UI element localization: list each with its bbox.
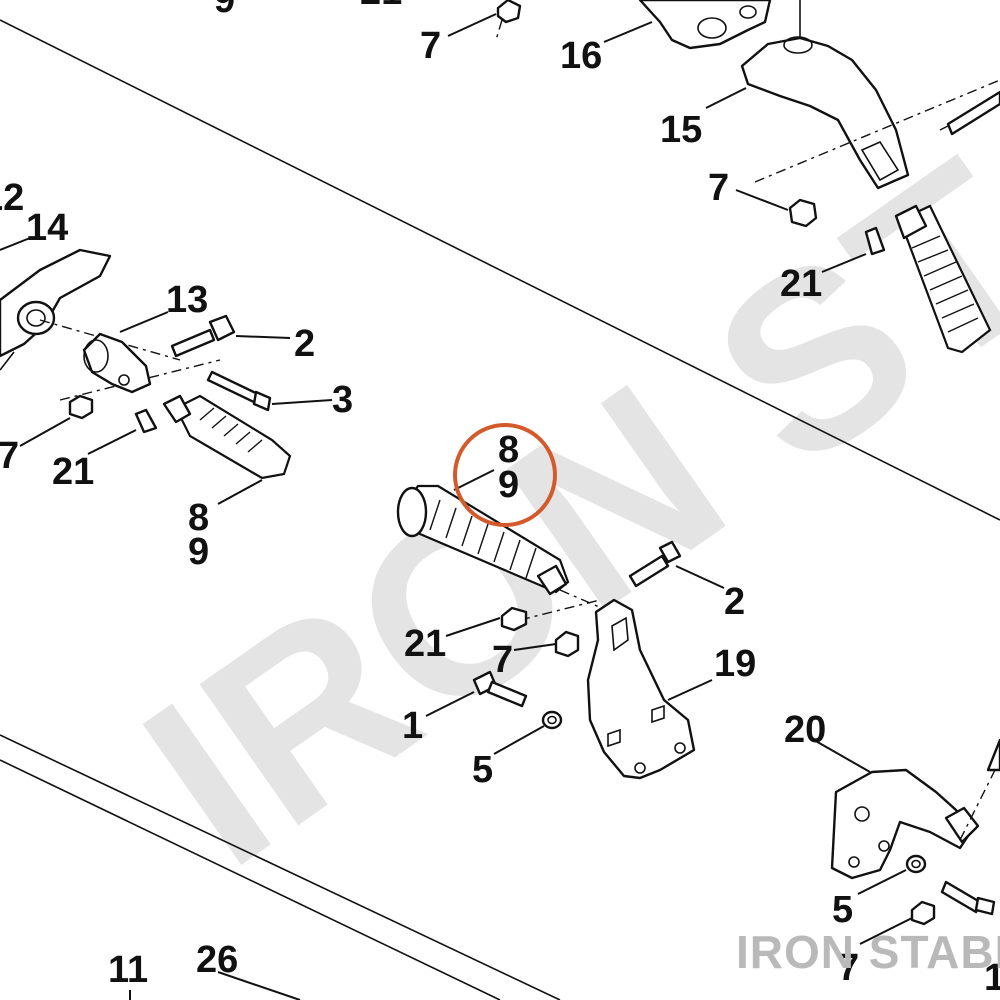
nut-7-br: [910, 900, 936, 926]
callout-3: 3: [332, 379, 353, 421]
bolt-2-left: [170, 314, 236, 358]
callout-7-d: 7: [492, 639, 513, 681]
callout-21-d: 21: [404, 623, 446, 665]
callout-7-a: 7: [420, 25, 441, 67]
bracket-19: [586, 598, 696, 780]
footpeg-left: [162, 394, 292, 480]
callout-9-highlighted: 9: [498, 464, 519, 506]
highlight-circle: [453, 423, 557, 527]
callout-12: 12: [0, 177, 24, 219]
clip-21-left: [134, 408, 158, 434]
bolt-top-right: [946, 90, 1000, 136]
callout-26: 26: [196, 939, 238, 981]
leader-26: [217, 971, 301, 1000]
callout-20: 20: [784, 709, 826, 751]
callout-19: 19: [714, 643, 756, 685]
centerline-top: [754, 79, 1000, 183]
footpeg-top-right: [894, 204, 992, 354]
centerline-br: [959, 759, 1000, 841]
nut-7-center: [554, 630, 580, 658]
callout-21-top: 21: [360, 0, 402, 13]
bolt-1-center: [472, 670, 528, 708]
callout-16: 16: [560, 35, 602, 77]
callout-15: 15: [660, 109, 702, 151]
callout-14: 14: [26, 207, 68, 249]
clevis-13: [82, 332, 152, 394]
callout-8-a: 8: [188, 497, 209, 539]
panel-border-lower-inner: [0, 759, 501, 1000]
callout-9-a: 9: [188, 531, 209, 573]
footpeg-center: [396, 484, 570, 596]
callout-7-c: 7: [0, 435, 19, 477]
callout-9-top: 9: [214, 0, 235, 21]
callout-1: 1: [402, 705, 423, 747]
callout-1-b: 1: [984, 957, 1000, 999]
nut-7-left: [68, 394, 94, 420]
nut-top-a: [495, 0, 522, 41]
bolt-br-top: [986, 738, 1000, 772]
panel-border-lower: [0, 734, 561, 1000]
callout-21-c: 21: [52, 451, 94, 493]
callout-8-highlighted: 8: [498, 429, 519, 471]
bolt-br: [940, 880, 996, 916]
pin-3: [206, 370, 272, 412]
callout-21-b: 21: [780, 263, 822, 305]
callout-5-b: 5: [832, 889, 853, 931]
bracket-16: [638, 0, 772, 50]
bolt-2-center: [628, 540, 682, 588]
callout-13: 13: [166, 279, 208, 321]
brand-watermark: IRON STABLE: [736, 926, 1000, 978]
bracket-20: [830, 768, 980, 880]
panel-border-upper: [0, 19, 1000, 521]
callout-2-a: 2: [294, 323, 315, 365]
arm-14: [0, 248, 112, 371]
leader-lines: [0, 13, 913, 945]
callout-7-b: 7: [708, 167, 729, 209]
nut-7-top-right: [788, 198, 818, 228]
bracket-15: [740, 0, 910, 190]
clip-21-top-right: [864, 226, 886, 256]
callout-2-b: 2: [724, 581, 745, 623]
callout-7-e: 7: [838, 947, 859, 989]
centerline-left-b: [59, 359, 221, 401]
nut-21-center: [500, 606, 528, 632]
washer-5-br: [905, 854, 927, 874]
callout-5-a: 5: [472, 749, 493, 791]
callout-11: 11: [108, 949, 148, 991]
washer-5-center: [541, 710, 563, 730]
